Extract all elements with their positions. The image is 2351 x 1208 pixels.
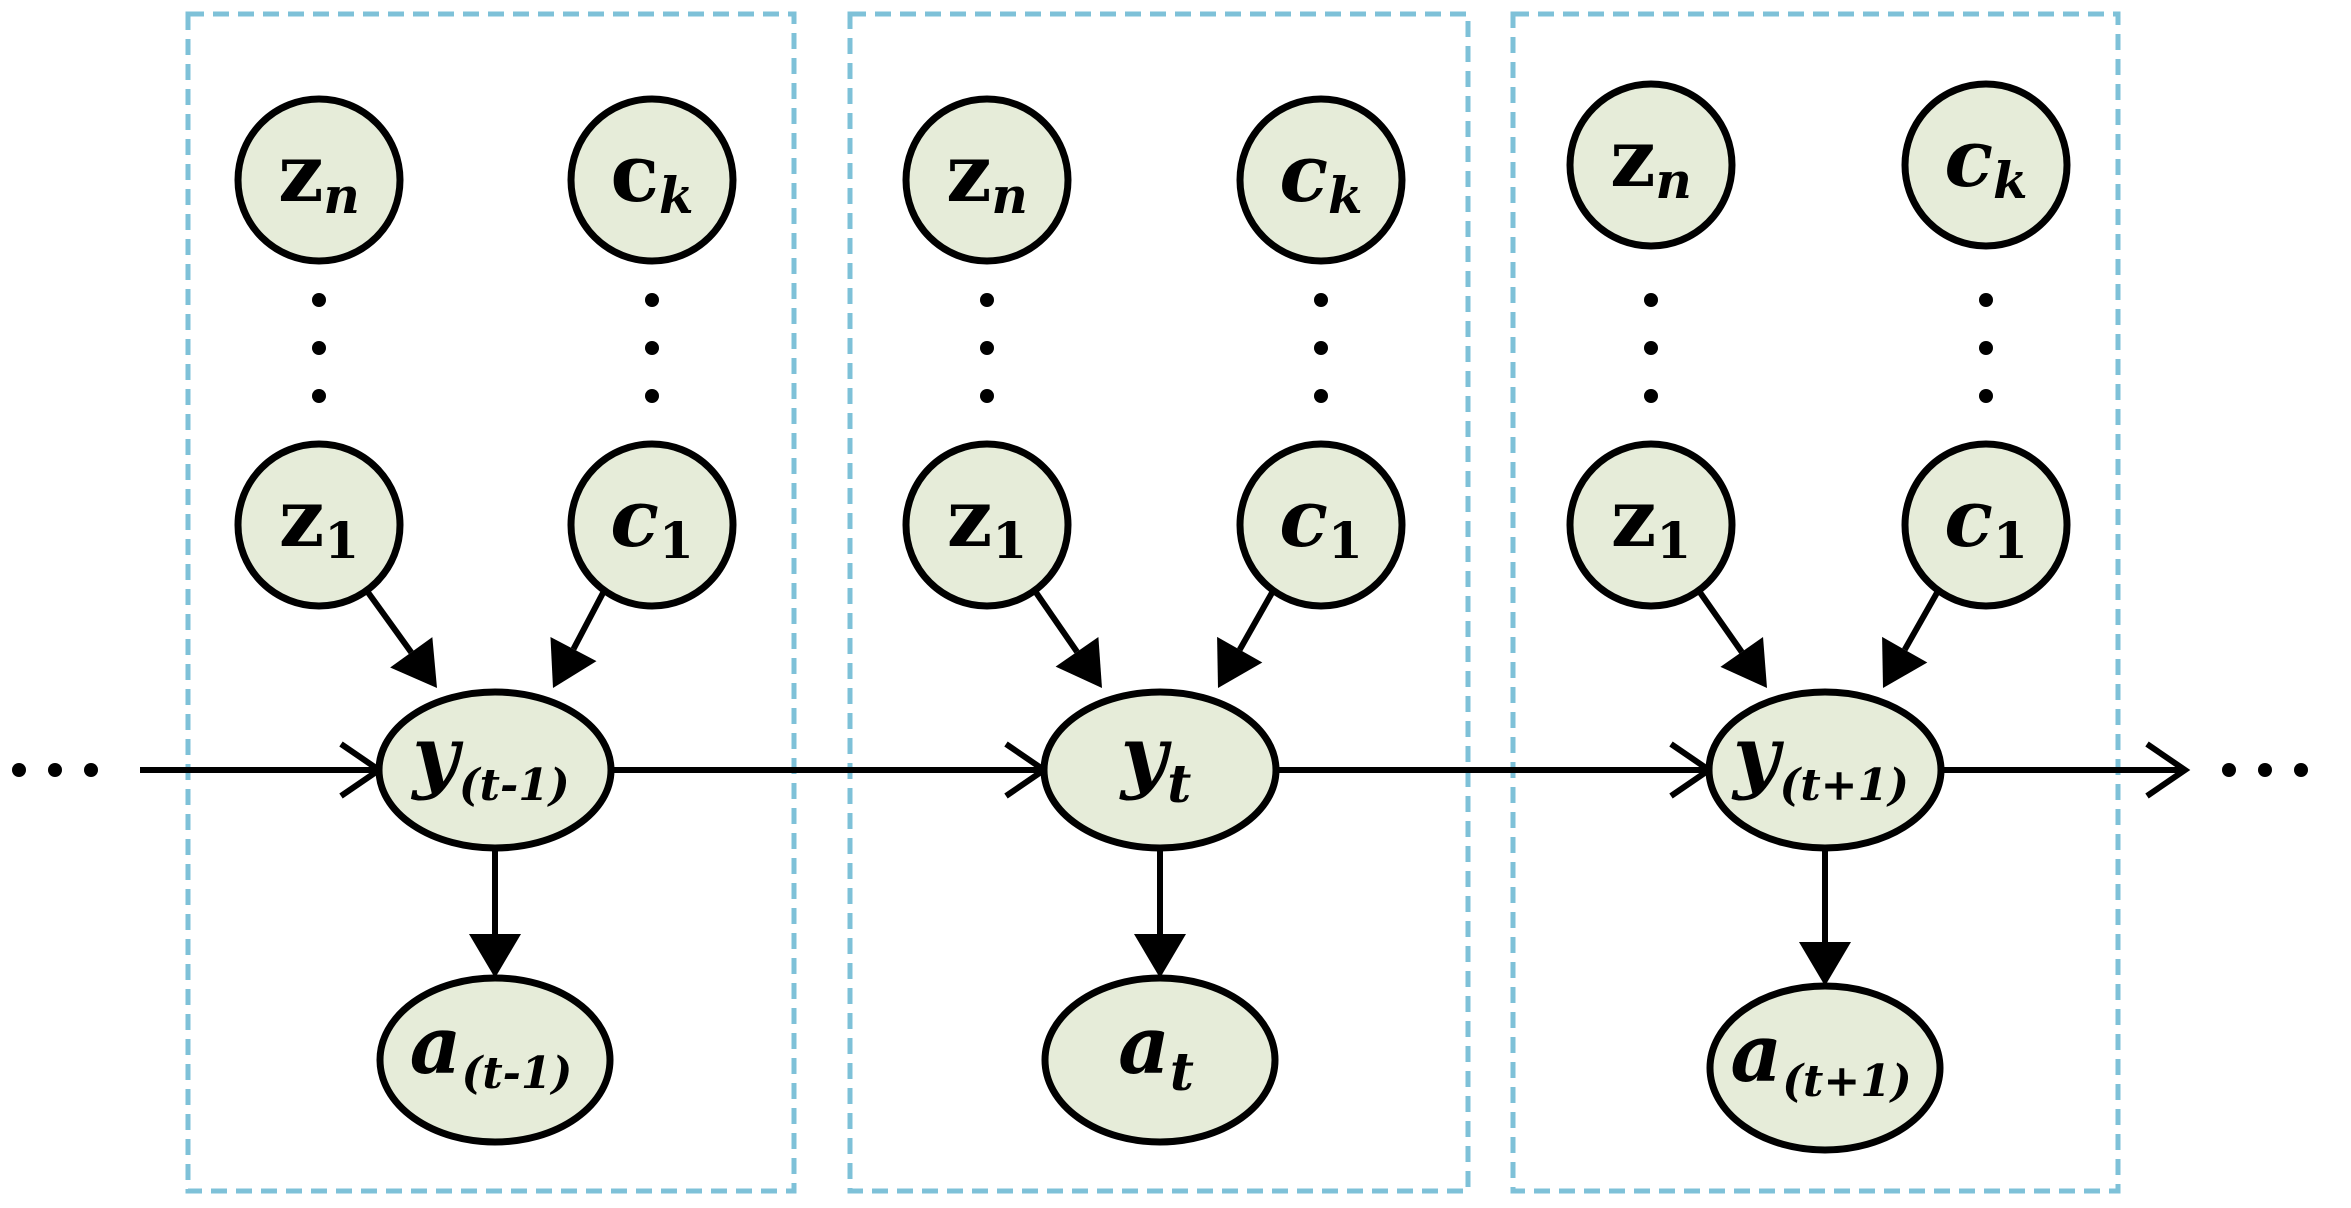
vertical-ellipsis (645, 293, 659, 403)
node-z1-label: z1 (1611, 471, 1691, 570)
edge-z1-to-y (1696, 589, 1767, 688)
node-y-label: y(t-1) (410, 708, 569, 811)
node-a-label: a(t-1) (410, 998, 573, 1099)
slice-nodes-3: zn ck z1 c1 y(t+1) a(t+1) (1566, 80, 2071, 1154)
nodes: zn ck z1 c1 y(t-1) a(t-1) zn ck z1 c1 yt at zn ck z1 c1… (234, 80, 2071, 1154)
node-c1-label: c1 (1279, 471, 1363, 570)
vertical-ellipsis (1644, 293, 1658, 403)
left-ellipsis (12, 763, 98, 777)
node-y: y(t-1) (375, 688, 615, 852)
node-c1-label: c1 (1944, 471, 2028, 570)
node-c1: c1 (567, 440, 737, 610)
edge-z1-to-y (364, 589, 437, 688)
node-a-label: a(t+1) (1730, 1006, 1911, 1107)
node-a-label: at (1118, 998, 1194, 1103)
node-ck-label: ck (610, 126, 693, 225)
node-ck-label: ck (1944, 111, 2027, 210)
node-ck: ck (567, 95, 737, 265)
time-slice-1 (185, 11, 797, 1194)
node-zn: zn (234, 95, 404, 265)
node-a: at (1041, 974, 1279, 1146)
edge-c1-to-y (1217, 589, 1276, 688)
edge-yprev-to-y (611, 741, 1050, 799)
vertical-ellipsis (1314, 293, 1328, 403)
node-ck-label: ck (1279, 126, 1362, 225)
node-zn: zn (1566, 80, 1736, 250)
node-z1-label: z1 (279, 471, 359, 570)
edge-c1-to-y (550, 589, 607, 688)
node-y: y(t+1) (1705, 688, 1945, 852)
time-slice-3 (1510, 11, 2121, 1194)
node-zn-label: zn (946, 126, 1028, 225)
node-zn: zn (902, 95, 1072, 265)
node-zn-label: zn (1610, 111, 1692, 210)
edge-y-to-ynext (1276, 741, 1715, 799)
edge-ynext-out (1941, 741, 2191, 799)
slice-nodes-2: zn ck z1 c1 yt at (902, 95, 1406, 1146)
node-y-label: yt (1119, 708, 1192, 815)
edge-y-to-a (1799, 848, 1851, 986)
node-z1: z1 (902, 440, 1072, 610)
node-c1: c1 (1901, 440, 2071, 610)
node-z1: z1 (1566, 440, 1736, 610)
node-a: a(t-1) (376, 974, 614, 1146)
edges (12, 293, 2308, 986)
edge-into-y-prev (140, 741, 385, 799)
node-c1-label: c1 (610, 471, 694, 570)
slice-nodes-1: zn ck z1 c1 y(t-1) a(t-1) (234, 95, 737, 1146)
node-z1: z1 (234, 440, 404, 610)
edge-y-to-a (1134, 848, 1186, 978)
node-ck: ck (1901, 80, 2071, 250)
vertical-ellipsis (1979, 293, 1993, 403)
node-z1-label: z1 (947, 471, 1027, 570)
node-y: yt (1040, 688, 1280, 852)
vertical-ellipsis (980, 293, 994, 403)
node-c1: c1 (1236, 440, 1406, 610)
node-ck: ck (1236, 95, 1406, 265)
time-slices (185, 11, 2121, 1194)
node-y-label: y(t+1) (1731, 708, 1909, 811)
time-slice-2 (847, 11, 1471, 1194)
node-a: a(t+1) (1706, 982, 1944, 1154)
edge-c1-to-y (1882, 589, 1941, 688)
edge-y-to-a (469, 848, 521, 978)
right-ellipsis (2222, 763, 2308, 777)
vertical-ellipsis (312, 293, 326, 403)
node-zn-label: zn (278, 126, 360, 225)
edge-z1-to-y (1032, 589, 1102, 688)
